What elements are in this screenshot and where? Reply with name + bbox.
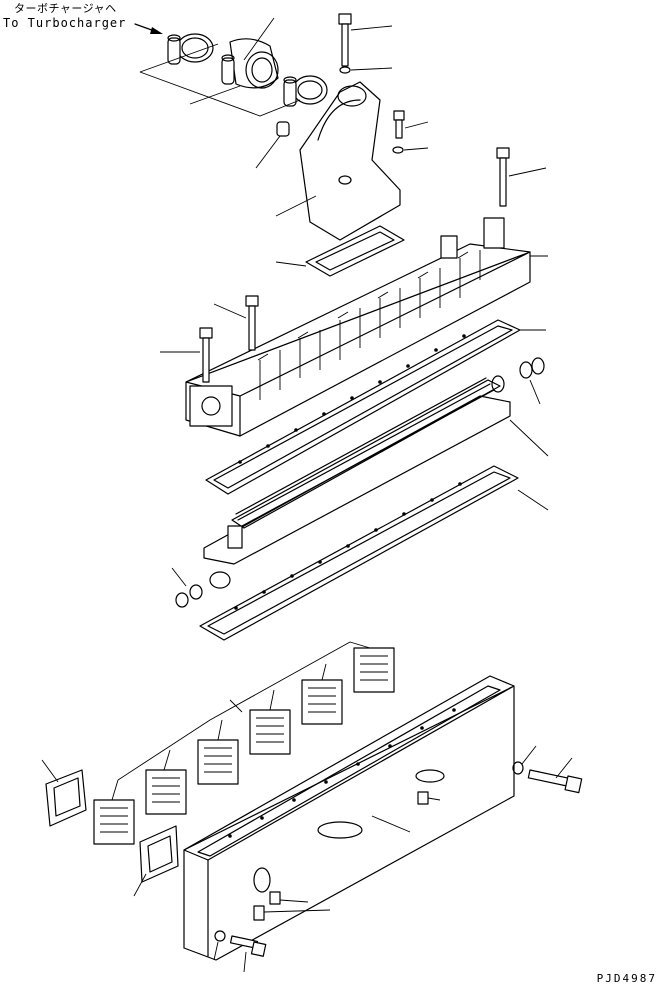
callout-label-jp: ターボチャージャヘ (14, 2, 117, 15)
lower-gasket (199, 465, 549, 641)
intake-manifold (160, 217, 548, 437)
heater-units (93, 641, 395, 845)
heater-element (171, 357, 549, 608)
callout-label-en: To Turbocharger (3, 16, 127, 30)
turbo-arrow (134, 23, 163, 34)
small-gasket (275, 225, 405, 277)
lower-manifold (183, 675, 515, 961)
top-bolts (338, 13, 547, 207)
drawing-code: PJD4987 (596, 972, 657, 985)
manifold-gasket (205, 319, 546, 495)
bottom-fasteners (213, 745, 583, 973)
end-gaskets (41, 759, 179, 897)
hose-clamp-group (139, 17, 328, 117)
air-connector (255, 81, 401, 241)
